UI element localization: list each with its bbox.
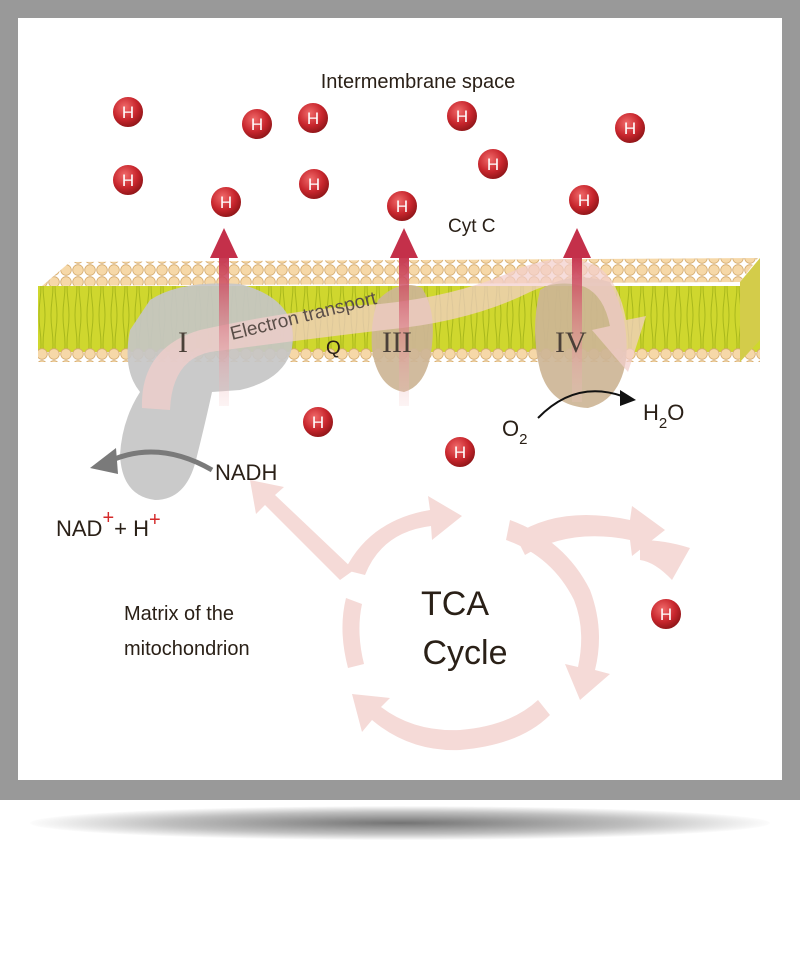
proton-h-label: H [578,191,590,210]
complex-iv-label: IV [555,326,587,359]
proton-h-circle: H [297,167,331,201]
proton-pump-arrow-i [210,228,238,406]
proton-h-circle: H [476,147,510,181]
intermembrane-space-label: Intermembrane space [321,71,516,93]
proton-h-circle: H [649,597,683,631]
nadh-to-nad-arrow [90,448,214,474]
o2-to-h2o-arrow [537,390,636,419]
proton-h-label: H [454,443,466,462]
proton-h-label: H [122,171,134,190]
proton-h-circle: H [567,183,601,217]
drop-shadow [30,806,770,840]
proton-h-circle: H [385,189,419,223]
proton-h-label: H [624,119,636,138]
q-label: Q [326,338,341,359]
proton-pump-arrow-iii [390,228,418,406]
proton-pump-arrow-iv [563,228,591,402]
proton-h-label: H [251,115,263,134]
complex-i-label: I [178,326,188,359]
tca-label-line2: Cycle [422,634,507,672]
matrix-label-line1: Matrix of the [124,603,234,625]
proton-h-label: H [312,413,324,432]
proton-h-label: H [487,155,499,174]
cyt-c-label: Cyt C [448,216,496,237]
tca-label-line1: TCA [421,585,489,623]
proton-h-circle: H [111,163,145,197]
proton-h-label: H [220,193,232,212]
proton-group: H H H H H H H H H H H H H H [111,95,683,631]
proton-h-circle: H [296,101,330,135]
proton-h-label: H [396,197,408,216]
proton-h-label: H [456,107,468,126]
proton-h-circle: H [209,185,243,219]
nad-label: NAD++ H+ [56,507,161,541]
tca-cycle-arrows [250,480,690,751]
nadh-label: NADH [215,460,277,485]
complex-iii-label: III [382,326,412,359]
proton-h-circle: H [613,111,647,145]
proton-h-circle: H [111,95,145,129]
proton-h-circle: H [443,435,477,469]
h2o-label: H2O [643,400,684,432]
proton-h-label: H [660,605,672,624]
proton-h-label: H [308,175,320,194]
proton-h-label: H [307,109,319,128]
proton-h-circle: H [301,405,335,439]
proton-h-circle: H [240,107,274,141]
o2-label: O2 [502,416,527,448]
proton-h-circle: H [445,99,479,133]
electron-transport-arrow [141,259,646,410]
proton-h-label: H [122,103,134,122]
matrix-label-line2: mitochondrion [124,638,250,660]
